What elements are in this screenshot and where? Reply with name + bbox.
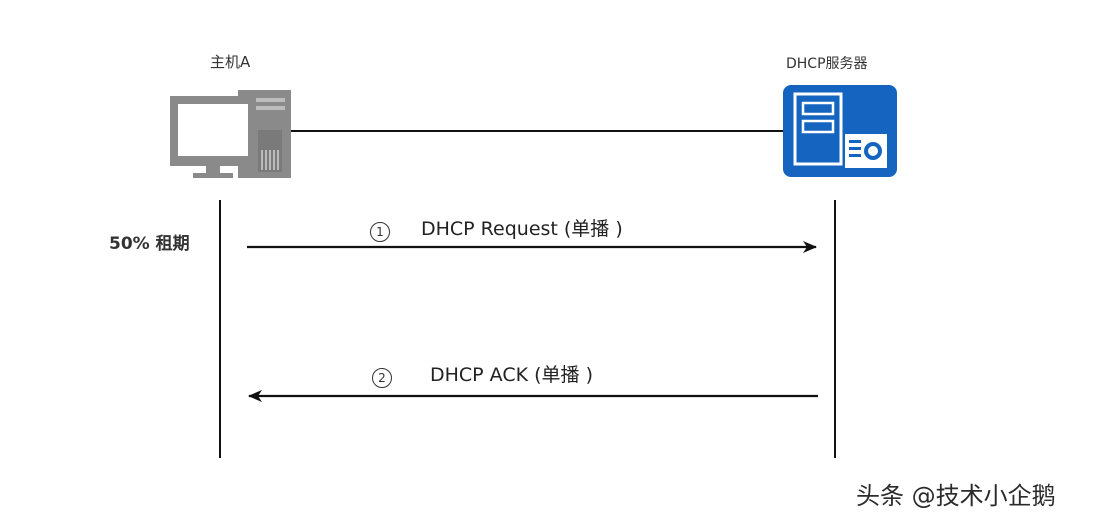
request-message-label: DHCP Request (单播 ): [421, 218, 623, 240]
step-1-badge: 1: [370, 222, 390, 242]
step-2-badge: 2: [372, 368, 392, 388]
desktop-computer-icon: [170, 90, 291, 178]
server-label: DHCP服务器: [786, 56, 868, 72]
lease-label: 50% 租期: [109, 234, 190, 254]
ack-message-label: DHCP ACK (单播 ): [430, 364, 593, 386]
watermark: 头条 @技术小企鹅: [856, 482, 1056, 510]
server-icon: [783, 85, 897, 177]
host-label: 主机A: [210, 53, 251, 71]
